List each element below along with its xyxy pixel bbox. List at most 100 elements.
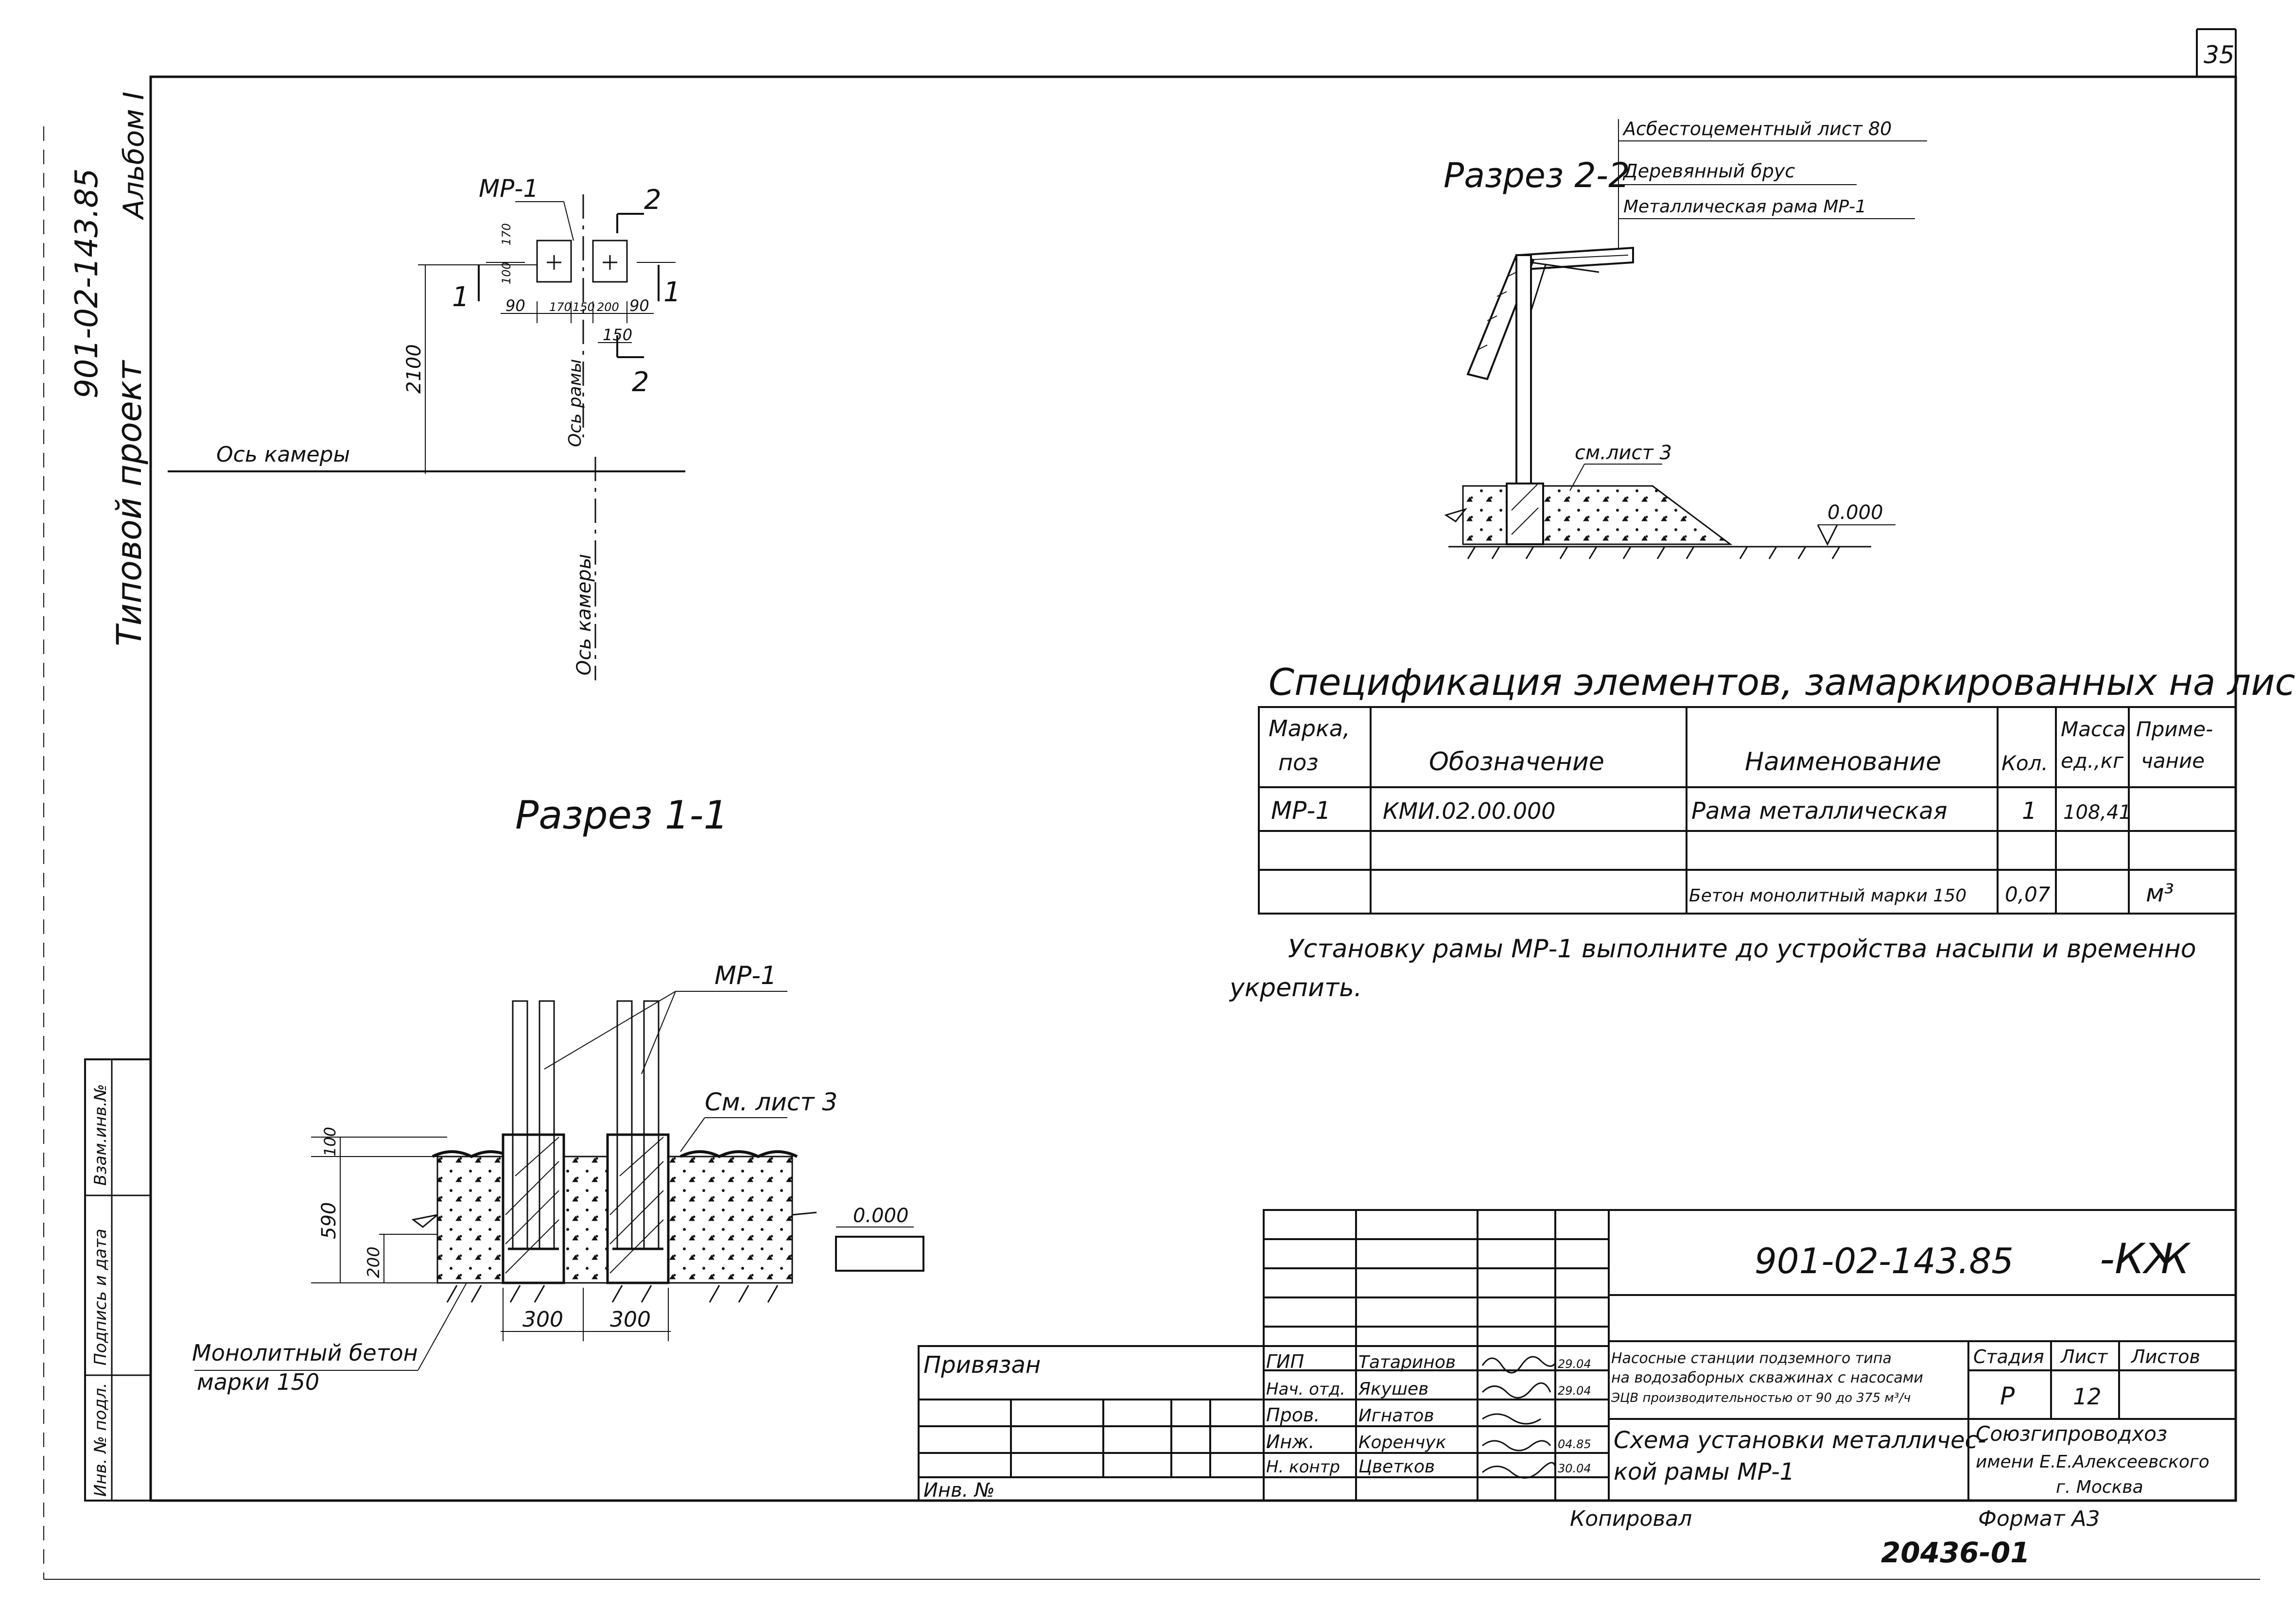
titleblock-suffix: -КЖ [2100,1235,2191,1283]
spec-header-name: Наименование [1745,747,1941,777]
plan-view [168,194,685,680]
section22-leader-timber: Деревянный брус [1622,160,1795,182]
plan-dim-170: 170 [500,223,513,245]
side-album: Альбом I [117,92,150,221]
sheet-label: Лист [2060,1346,2108,1367]
name-gip: Татаринов [1358,1352,1456,1372]
role-eng: Инж. [1266,1431,1315,1452]
plan-axis-frame: Ось рамы [565,359,585,447]
section22-leader-frame: Металлическая рама МР-1 [1623,197,1866,217]
section11-ref: См. лист 3 [705,1088,837,1116]
plan-dim-170b: 170 [549,300,572,314]
stage-label: Стадия [1973,1346,2044,1367]
side-cell-inv: Инв. № подл. [91,1382,110,1497]
spec-note-line1: Установку рамы МР-1 выполните до устройс… [1288,934,2196,964]
spec-row-1-name: Рама металлическая [1691,797,1947,825]
spec-row-3-name: Бетон монолитный марки 150 [1689,886,1966,906]
plan-section-1-right: 1 [663,276,681,308]
date-norm: 30.04 [1558,1462,1591,1475]
plan-dim-90b: 90 [629,296,649,315]
spec-row-1-qty: 1 [2022,797,2037,825]
plan-dim-150: 150 [573,300,595,314]
spec-row-1-mark: МР-1 [1271,796,1331,825]
spec-row-3-qty: 0,07 [2005,882,2051,906]
section22-leader-asbestos: Асбестоцементный лист 80 [1622,118,1892,139]
section11-concrete-line2: марки 150 [197,1369,319,1395]
section11-mark: МР-1 [714,961,777,990]
sheet-title-line2: кой рамы МР-1 [1614,1458,1794,1486]
name-norm: Цветков [1358,1457,1435,1477]
role-check: Пров. [1266,1404,1320,1426]
org-line1: Союзгипроводхоз [1976,1422,2167,1446]
spec-note-line2: укрепить. [1229,973,1362,1002]
project-line3: ЭЦВ производительностью от 90 до 375 м³/… [1611,1391,1911,1405]
section11-drawing [194,991,924,1371]
spec-title: Спецификация элементов, замаркированных … [1269,660,2296,704]
spec-header-note-2: чание [2141,749,2205,773]
section11-dim-590: 590 [318,1202,340,1239]
spec-row-1-designation: КМИ.02.00.000 [1383,798,1556,824]
project-line1: Насосные станции подземного типа [1611,1350,1892,1367]
side-cell-sign: Подпись и дата [91,1228,110,1365]
sheet-title-line1: Схема установки металличес- [1614,1427,1986,1454]
org-line2: имени Е.Е.Алексеевского [1976,1452,2209,1472]
spec-table-grid [1258,706,2237,915]
spec-header-qty: Кол. [2001,751,2048,775]
plan-dim-200: 200 [597,300,619,314]
titleblock-code: 901-02-143.85 [1755,1241,2014,1281]
section11-dim-300b: 300 [610,1307,651,1332]
plan-section-2-top: 2 [644,184,661,216]
section11-level: 0.000 [853,1205,909,1227]
section22-level: 0.000 [1827,501,1883,524]
plan-dim-150b: 150 [603,326,632,344]
section22-drawing [1444,119,1927,559]
section11-dim-100: 100 [321,1127,339,1157]
titleblock-privyazan: Привязан [923,1351,1041,1379]
plan-section-2-bottom: 2 [632,366,649,398]
spec-header-mass-1: Масса [2061,717,2126,741]
side-cell-replace: Взам.инв.№ [91,1084,110,1186]
footer-stamp: 20436-01 [1881,1536,2030,1569]
plan-dim-100: 100 [500,262,513,284]
plan-dim-90a: 90 [505,296,525,315]
spec-header-designation: Обозначение [1429,747,1604,777]
section11-concrete-line1: Монолитный бетон [192,1340,418,1366]
titleblock-grid [918,1209,2237,1502]
side-project: Типовой проект [109,360,149,646]
section22-title: Разрез 2-2 [1444,156,1630,195]
footer-format: Формат А3 [1978,1506,2100,1531]
name-eng: Коренчук [1358,1433,1446,1452]
section11-dim-300a: 300 [522,1307,563,1332]
spec-header-mark-1: Марка, [1269,715,1350,742]
signatures [1481,1356,1556,1479]
spec-row-1-mass: 108,41 [2063,801,2131,824]
section11-dim-200: 200 [364,1246,383,1278]
name-check: Игнатов [1358,1406,1434,1426]
plan-axis-chamber-vertical: Ось камеры [573,554,595,675]
org-line3: г. Москва [2056,1477,2143,1497]
date-eng: 04.85 [1558,1437,1591,1451]
page-number: 35 [2204,41,2235,69]
role-head: Нач. отд. [1266,1380,1345,1399]
footer-copied: Копировал [1570,1506,1692,1531]
stage-value: Р [2000,1382,2015,1410]
plan-dim-2100: 2100 [403,344,425,394]
side-code: 901-02-143.85 [69,168,105,398]
spec-header-mark-2: поз [1278,749,1319,776]
plan-mark: МР-1 [479,174,539,203]
sheets-label: Листов [2130,1346,2200,1367]
sheet-number: 12 [2073,1383,2102,1410]
name-head: Якушев [1358,1379,1428,1399]
role-norm: Н. контр [1266,1457,1340,1477]
project-line2: на водозаборных скважинах с насосами [1611,1369,1923,1386]
spec-header-mass-2: ед.,кг [2061,749,2124,773]
side-strip [84,1058,152,1502]
spec-header-note-1: Приме- [2136,717,2213,741]
spec-row-3-note: м³ [2146,879,2174,907]
plan-axis-chamber-horizontal: Ось камеры [216,442,350,467]
date-gip: 29.04 [1558,1357,1591,1371]
section22-ref: см.лист 3 [1575,442,1672,464]
date-head: 29.04 [1558,1384,1591,1398]
role-gip: ГИП [1266,1351,1304,1372]
